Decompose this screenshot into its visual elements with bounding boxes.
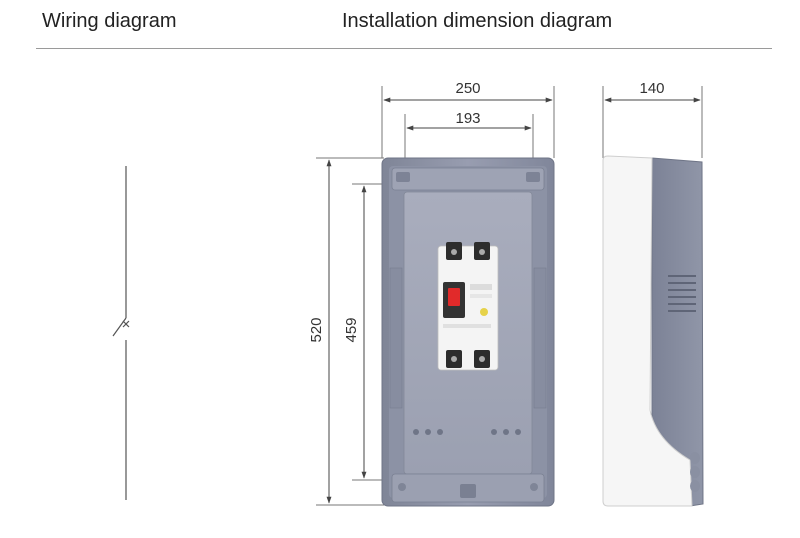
dimension-label-193: 193: [455, 110, 480, 127]
dimension-height-520: 520: [308, 157, 384, 506]
contact-mark-b: [122, 320, 130, 328]
switch-blade: [112, 317, 127, 337]
header-divider: [36, 48, 772, 49]
enclosure-side-view: [602, 155, 704, 507]
installation-diagram-heading: Installation dimension diagram: [342, 10, 613, 32]
circuit-breaker: [437, 242, 499, 371]
breaker-switch-handle: [448, 288, 460, 306]
dimension-label-459: 459: [343, 317, 360, 342]
dimension-label-250: 250: [455, 80, 480, 97]
dimension-width-193: 193: [404, 110, 534, 160]
dimension-width-250: 250: [381, 80, 555, 158]
side-vent-slots: [668, 275, 696, 312]
wiring-schematic: [112, 166, 130, 500]
wiring-diagram-heading: Wiring diagram: [42, 10, 177, 32]
dimension-depth-140: 140: [602, 80, 703, 158]
dimension-label-140: 140: [639, 80, 664, 97]
dimension-label-520: 520: [308, 317, 325, 342]
